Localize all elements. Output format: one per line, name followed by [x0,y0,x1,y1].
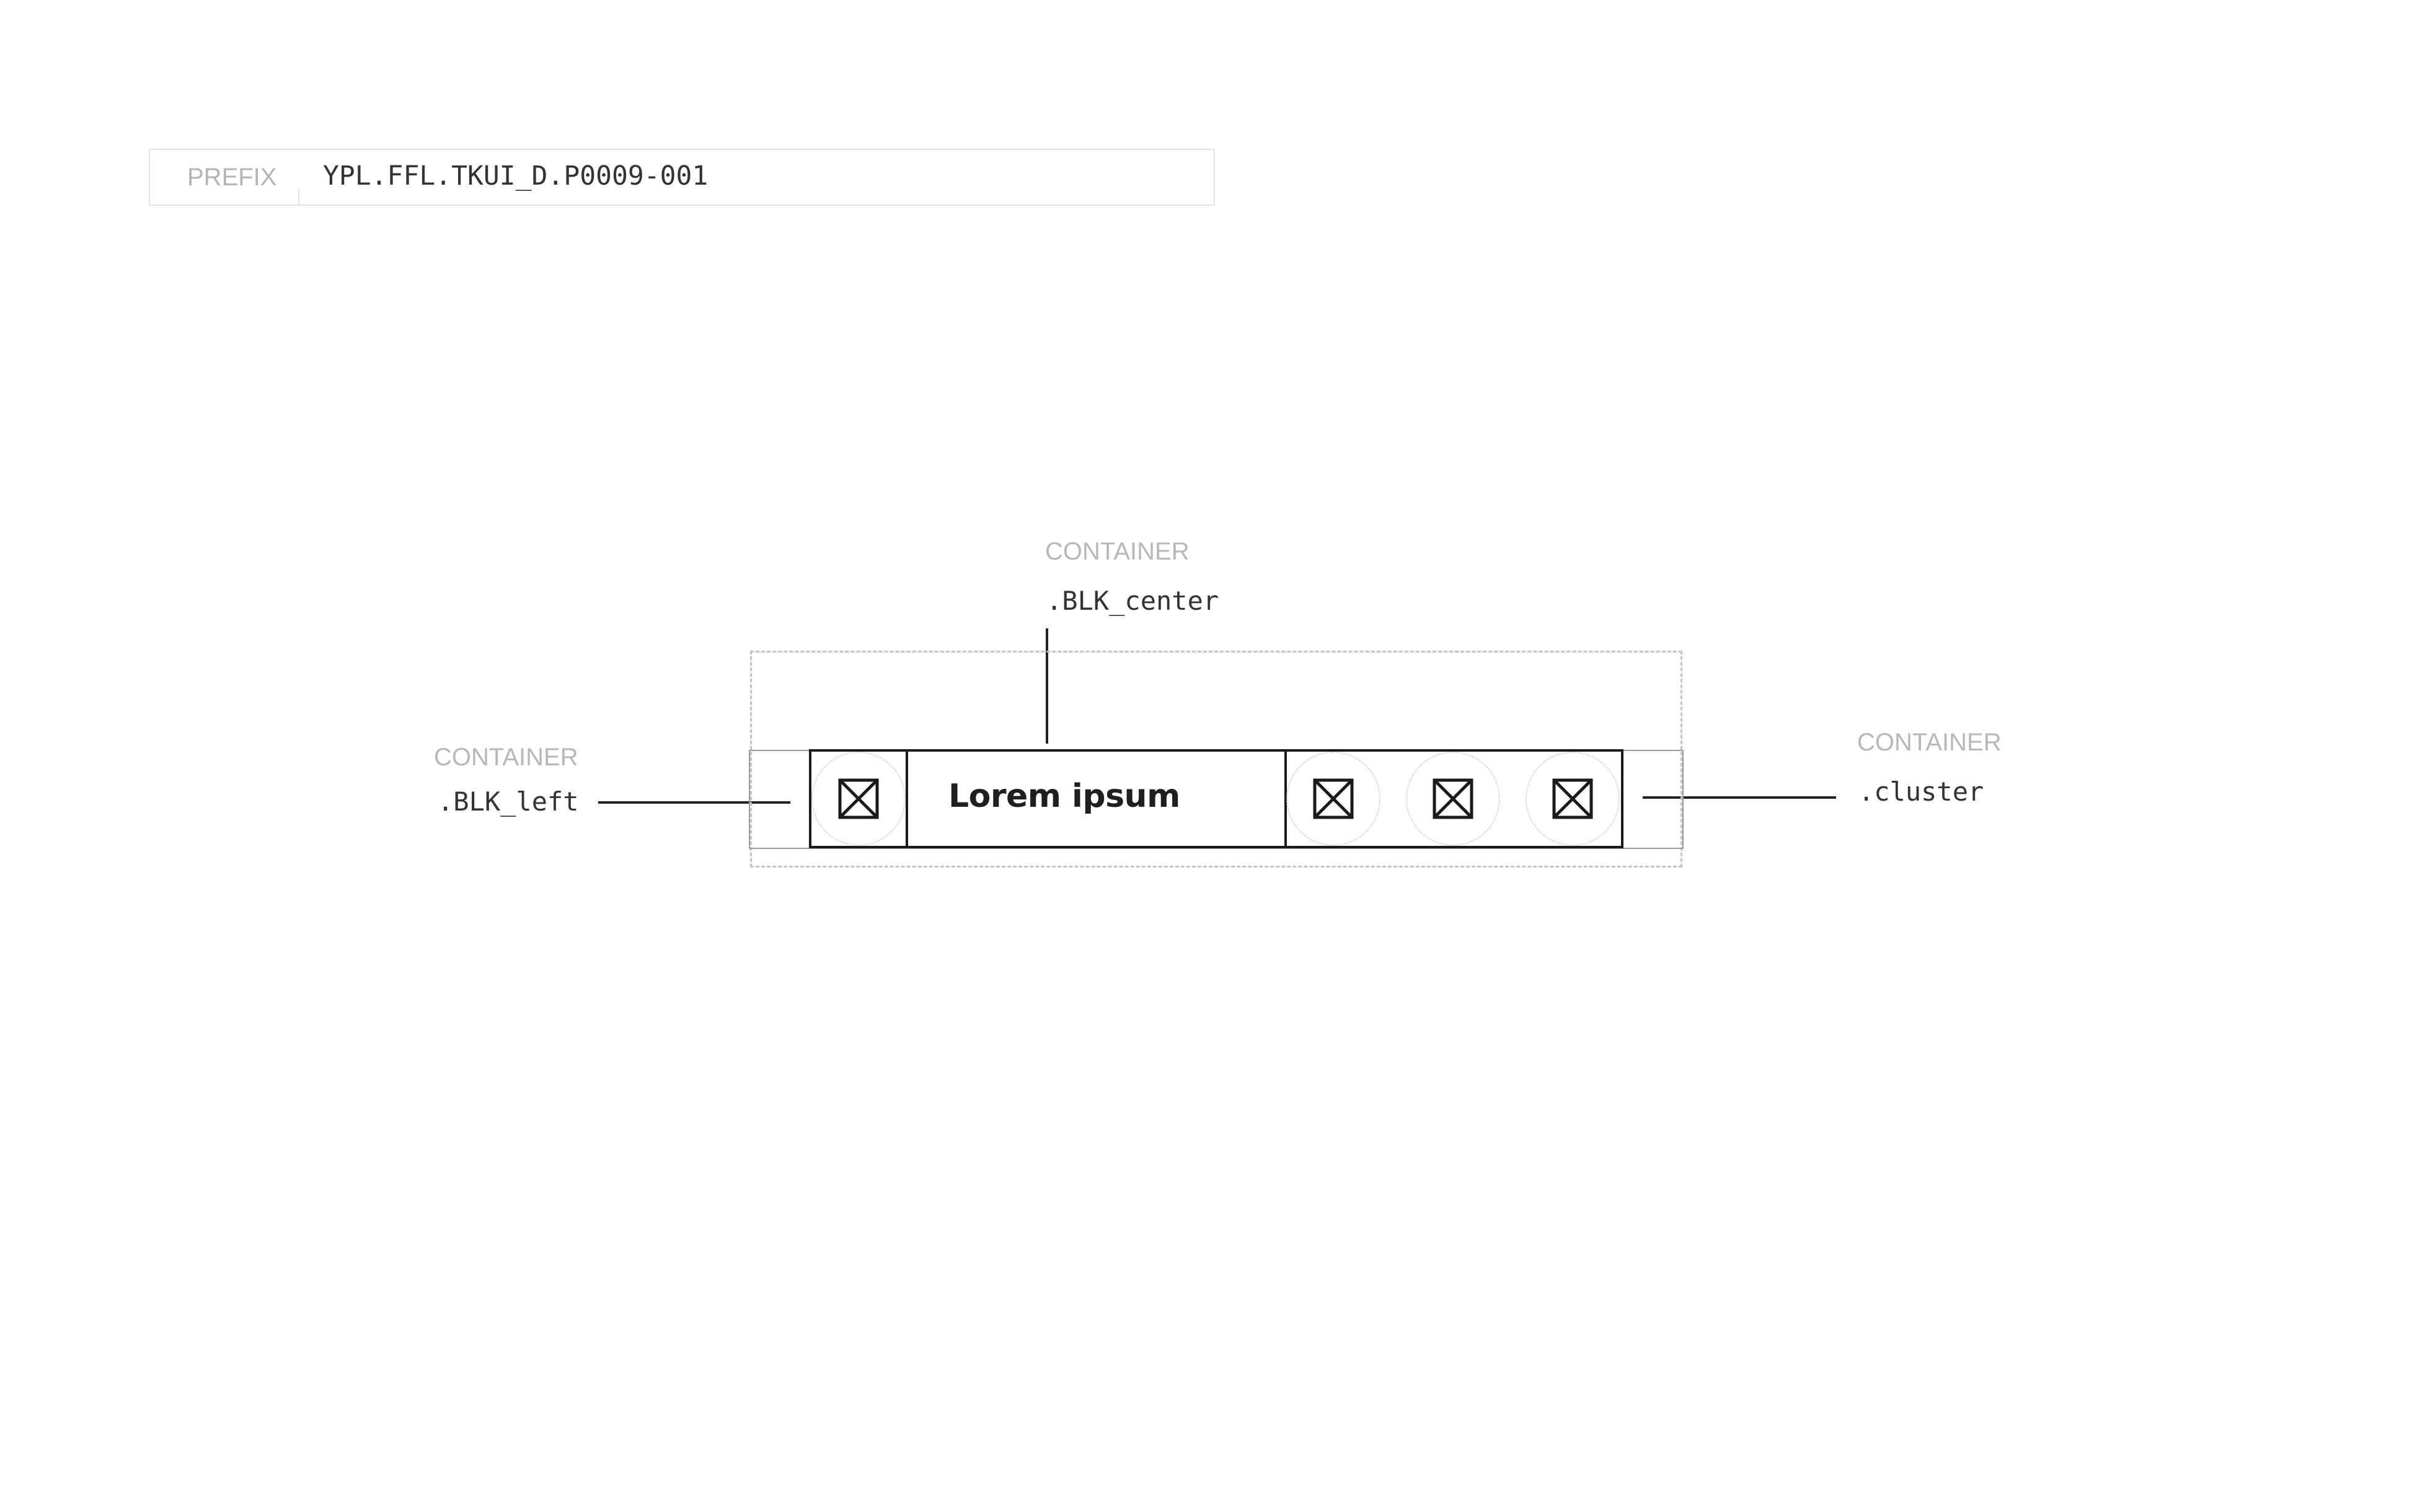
left-icon-touch-area [811,752,906,846]
cluster-icon-touch-area [1406,752,1500,846]
cluster-container-title: CONTAINER [1857,729,2002,756]
cluster-icon-touch-area [1526,752,1620,846]
placeholder-icon [838,778,879,819]
cluster-leader-line [1643,796,1836,799]
left-leader-line [598,801,790,804]
placeholder-icon [1552,778,1593,819]
cluster-container-class: .cluster [1858,776,1984,807]
outer-dashed-container [750,651,1682,868]
left-container-class: .BLK_left [438,786,579,817]
cluster-placeholder-icon-3[interactable] [1552,778,1593,819]
cluster-placeholder-icon-2[interactable] [1433,778,1473,819]
component-bar [809,749,1623,848]
prefix-divider [298,189,299,205]
cluster-icon-touch-area [1286,752,1380,846]
bar-title: Lorem ipsum [948,778,1180,815]
cluster-divider [1284,749,1287,848]
cluster-placeholder-icon-1[interactable] [1313,778,1354,819]
left-container-title: CONTAINER [434,744,578,771]
center-leader-line [1046,628,1048,744]
left-block-divider [906,749,908,848]
prefix-bar [149,149,1215,206]
prefix-label: PREFIX [187,164,277,191]
center-container-class: .BLK_center [1046,586,1219,616]
placeholder-icon [1433,778,1473,819]
center-container-title: CONTAINER [1045,538,1190,565]
placeholder-icon [1313,778,1354,819]
left-placeholder-icon[interactable] [838,778,879,819]
prefix-value: YPL.FFL.TKUI_D.P0009-001 [323,160,709,191]
